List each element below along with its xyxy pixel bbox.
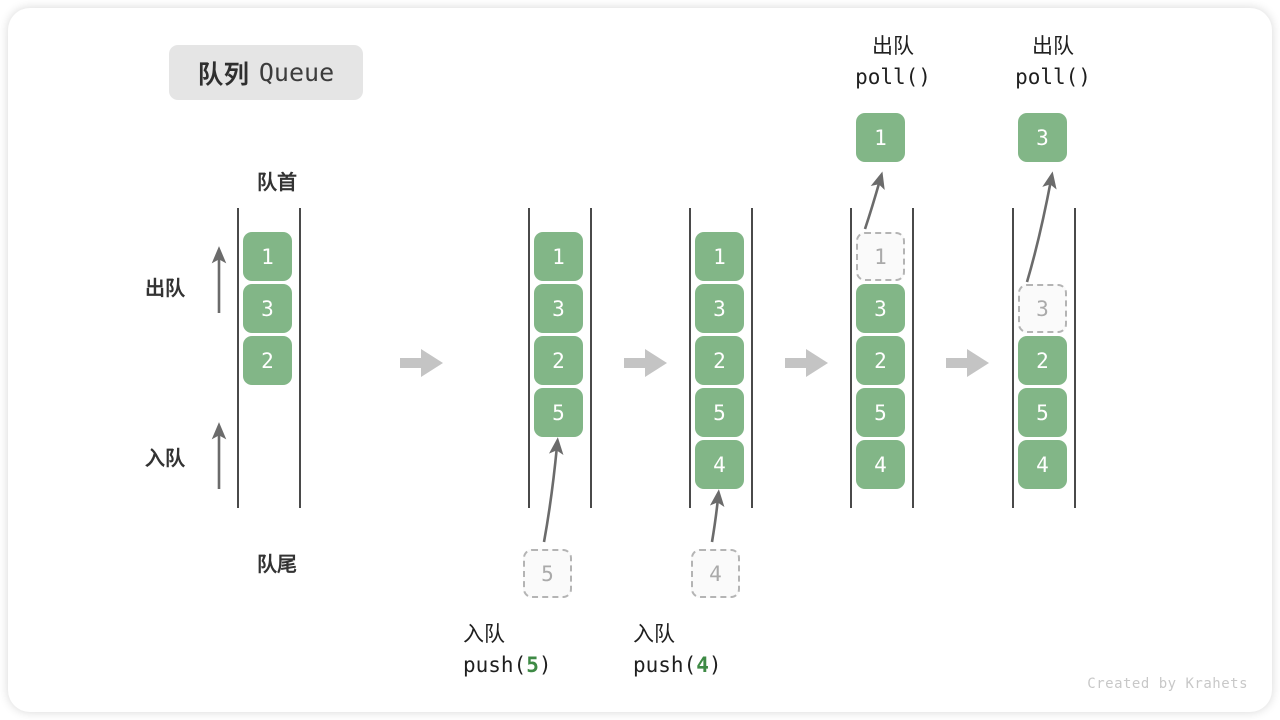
- diagram-card: 队列 Queue 队首 队尾 出队 入队 出队 poll() 出队 poll()…: [8, 8, 1272, 712]
- queue-cell: 4: [856, 440, 905, 489]
- queue-cell-ghost: 3: [1018, 284, 1067, 333]
- push-4-prefix: push(: [633, 653, 697, 677]
- step-arrow: [785, 349, 828, 377]
- queue-cell: 5: [695, 388, 744, 437]
- arrows-overlay: [211, 171, 1057, 543]
- operation-cn-poll-2: 出队: [1032, 35, 1074, 58]
- queue-cell-ghost: 1: [856, 232, 905, 281]
- operation-cn-push-5: 入队: [463, 623, 505, 646]
- queue-cell: 3: [534, 284, 583, 333]
- title-english: Queue: [258, 58, 335, 87]
- rail-right-state-3: [912, 208, 914, 508]
- push-5-prefix: push(: [463, 653, 527, 677]
- operation-cn-push-4: 入队: [633, 623, 675, 646]
- credit-text: Created by Krahets: [1087, 676, 1248, 692]
- popped-cell: 3: [1018, 113, 1067, 162]
- queue-head-label: 队首: [257, 172, 297, 194]
- push-4-value: 4: [696, 653, 709, 677]
- queue-cell: 3: [243, 284, 292, 333]
- queue-cell: 4: [695, 440, 744, 489]
- popped-cell: 1: [856, 113, 905, 162]
- queue-cell: 5: [1018, 388, 1067, 437]
- title-badge: 队列 Queue: [169, 45, 363, 100]
- queue-cell: 3: [856, 284, 905, 333]
- operation-call-push-4: push(4): [633, 650, 813, 680]
- staged-cell-ghost: 5: [523, 549, 572, 598]
- operation-label-push-4: 入队 push(4): [633, 620, 813, 680]
- rail-left-state-1: [528, 208, 530, 508]
- poll-2-suffix: ): [1078, 65, 1091, 89]
- rail-left-state-3: [850, 208, 852, 508]
- poll-1-prefix: poll(: [855, 65, 919, 89]
- operation-cn-poll-1: 出队: [872, 35, 914, 58]
- enqueue-direction-label: 入队: [145, 448, 185, 470]
- rail-left-state-2: [689, 208, 691, 508]
- poll-arrow-2: [1025, 171, 1057, 283]
- poll-1-suffix: ): [918, 65, 931, 89]
- operation-call-poll-1: poll(): [803, 62, 983, 92]
- queue-cell: 2: [695, 336, 744, 385]
- operation-call-poll-2: poll(): [963, 62, 1143, 92]
- queue-cell: 1: [534, 232, 583, 281]
- operation-label-poll-1: 出队 poll(): [803, 32, 983, 92]
- queue-tail-label: 队尾: [257, 554, 297, 576]
- step-arrow: [400, 349, 443, 377]
- queue-cell: 3: [695, 284, 744, 333]
- queue-cell: 4: [1018, 440, 1067, 489]
- push-arrow-5: [542, 437, 564, 543]
- operation-label-poll-2: 出队 poll(): [963, 32, 1143, 92]
- rail-left-state-0: [237, 208, 239, 508]
- queue-cell: 2: [534, 336, 583, 385]
- title-chinese: 队列: [197, 60, 250, 89]
- operation-call-push-5: push(5): [463, 650, 643, 680]
- rail-right-state-1: [590, 208, 592, 508]
- step-arrow: [946, 349, 989, 377]
- queue-cell: 2: [1018, 336, 1067, 385]
- rail-right-state-4: [1074, 208, 1076, 508]
- queue-cell: 2: [243, 336, 292, 385]
- push-5-value: 5: [526, 653, 539, 677]
- queue-cell: 5: [534, 388, 583, 437]
- queue-cell: 2: [856, 336, 905, 385]
- poll-arrow-1: [863, 171, 885, 230]
- operation-label-push-5: 入队 push(5): [463, 620, 643, 680]
- diagram-stage: 队列 Queue 队首 队尾 出队 入队 出队 poll() 出队 poll()…: [8, 8, 1272, 712]
- push-4-suffix: ): [708, 653, 722, 677]
- poll-2-prefix: poll(: [1015, 65, 1079, 89]
- rail-right-state-0: [299, 208, 301, 508]
- queue-cell: 1: [695, 232, 744, 281]
- rail-right-state-2: [751, 208, 753, 508]
- step-arrow: [624, 349, 667, 377]
- push-5-suffix: ): [538, 653, 552, 677]
- dequeue-direction-label: 出队: [145, 278, 185, 300]
- queue-cell: 1: [243, 232, 292, 281]
- push-arrow-4: [709, 489, 725, 543]
- staged-cell-ghost: 4: [691, 549, 740, 598]
- queue-cell: 5: [856, 388, 905, 437]
- rail-left-state-4: [1012, 208, 1014, 508]
